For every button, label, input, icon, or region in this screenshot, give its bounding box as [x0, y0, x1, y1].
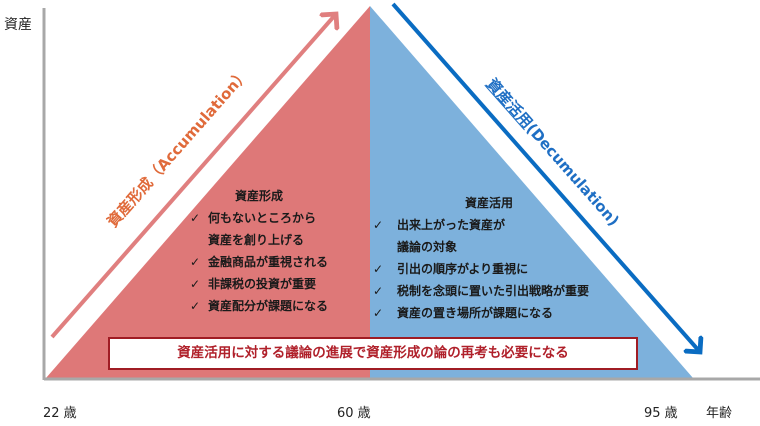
list-item: ✓ 金融商品が重視される	[190, 251, 328, 273]
list-item: ✓ 何もないところから	[190, 207, 328, 229]
list-item-continuation: 議論の対象	[397, 240, 458, 254]
check-icon: ✓	[190, 211, 201, 225]
list-item: ✓ 資産の置き場所が課題になる	[373, 302, 589, 324]
list-item: ✓ 税制を念頭に置いた引出戦略が重要	[373, 280, 589, 302]
item-text: 税制を念頭に置いた引出戦略が重要	[397, 284, 590, 298]
check-icon: ✓	[190, 277, 201, 291]
check-icon: ✓	[373, 218, 384, 232]
decumulation-title: 資産活用	[465, 196, 514, 210]
accumulation-title: 資産形成	[235, 189, 284, 203]
list-item: ✓ 資産配分が課題になる	[190, 295, 328, 317]
accumulation-triangle	[46, 6, 370, 378]
decumulation-triangle	[370, 6, 693, 378]
item-text: 出来上がった資産が	[397, 218, 506, 232]
list-item-continuation: 資産を創り上げる	[208, 233, 305, 247]
decumulation-panel: 資産活用 ✓ 出来上がった資産が 議論の対象 ✓ 引出の順序がより重視に ✓ 税制を念…	[373, 192, 589, 324]
check-icon: ✓	[190, 255, 201, 269]
check-icon: ✓	[373, 284, 384, 298]
list-item: ✓ 引出の順序がより重視に	[373, 258, 589, 280]
x-tick-22: 22 歳	[43, 406, 77, 421]
x-tick-60: 60 歳	[337, 406, 371, 421]
item-text: 何もないところから	[208, 211, 317, 225]
item-text: 引出の順序がより重視に	[397, 262, 529, 276]
accumulation-panel: 資産形成 ✓ 何もないところから 資産を創り上げる ✓ 金融商品が重視される ✓ 非課…	[190, 185, 328, 317]
check-icon: ✓	[373, 306, 384, 320]
list-item: ✓ 非課税の投資が重要	[190, 273, 328, 295]
decumulation-arrow	[391, 2, 700, 352]
check-icon: ✓	[373, 262, 384, 276]
item-text: 金融商品が重視される	[208, 255, 329, 269]
item-text: 資産の置き場所が課題になる	[397, 306, 554, 320]
x-axis-label: 年齢	[706, 406, 733, 421]
item-text: 資産配分が課題になる	[208, 299, 329, 313]
y-axis-label: 資産	[4, 17, 32, 33]
accumulation-arrow	[50, 14, 336, 339]
list-item: ✓ 出来上がった資産が	[373, 214, 589, 236]
x-tick-95: 95 歳	[644, 406, 678, 421]
item-text: 非課税の投資が重要	[208, 277, 317, 291]
conclusion-note: 資産活用に対する議論の進展で資産形成の論の再考も必要になる	[108, 337, 638, 370]
check-icon: ✓	[190, 299, 201, 313]
